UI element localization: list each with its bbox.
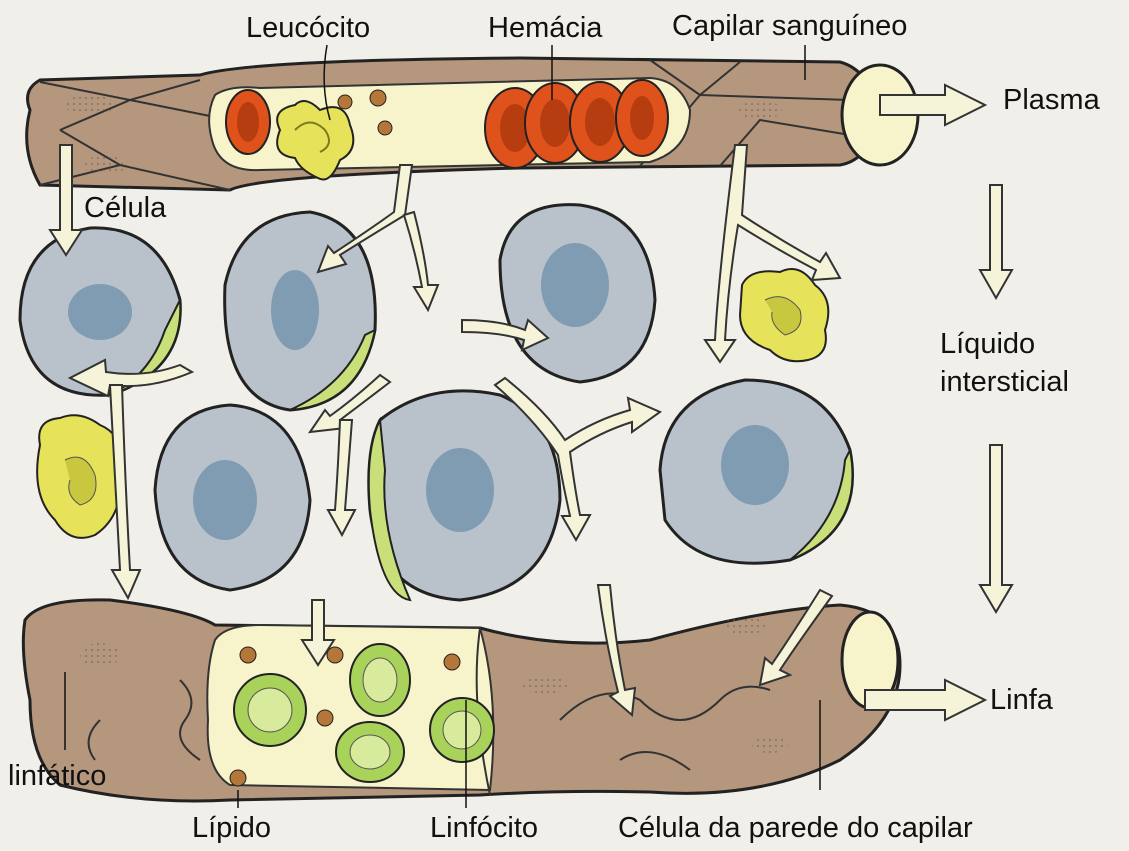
- label-liquido-line1: Líquido: [940, 328, 1035, 361]
- blood-capillary: [27, 58, 918, 190]
- label-linfocito: Linfócito: [430, 812, 538, 845]
- label-hemacia: Hemácia: [488, 12, 602, 45]
- cell-4: [155, 405, 310, 590]
- flow-arrow-3: [404, 212, 438, 310]
- label-linfa: Linfa: [990, 684, 1053, 717]
- label-celula: Célula: [84, 192, 166, 225]
- flow-arrow-down-2: [980, 445, 1012, 612]
- label-celula-parede: Célula da parede do capilar: [618, 812, 973, 845]
- label-liquido-line2: intersticial: [940, 366, 1069, 399]
- cell-3: [500, 205, 655, 382]
- cell-6: [660, 380, 853, 563]
- label-capilar-sanguineo: Capilar sanguíneo: [672, 10, 907, 43]
- label-leucocito: Leucócito: [246, 12, 370, 45]
- flow-arrow-down-1: [980, 185, 1012, 298]
- cell-5: [369, 391, 560, 600]
- label-lipido: Lípido: [192, 812, 271, 845]
- label-linfatico: linfático: [8, 760, 106, 793]
- label-plasma: Plasma: [1003, 84, 1100, 117]
- flow-arrow-9: [328, 420, 355, 535]
